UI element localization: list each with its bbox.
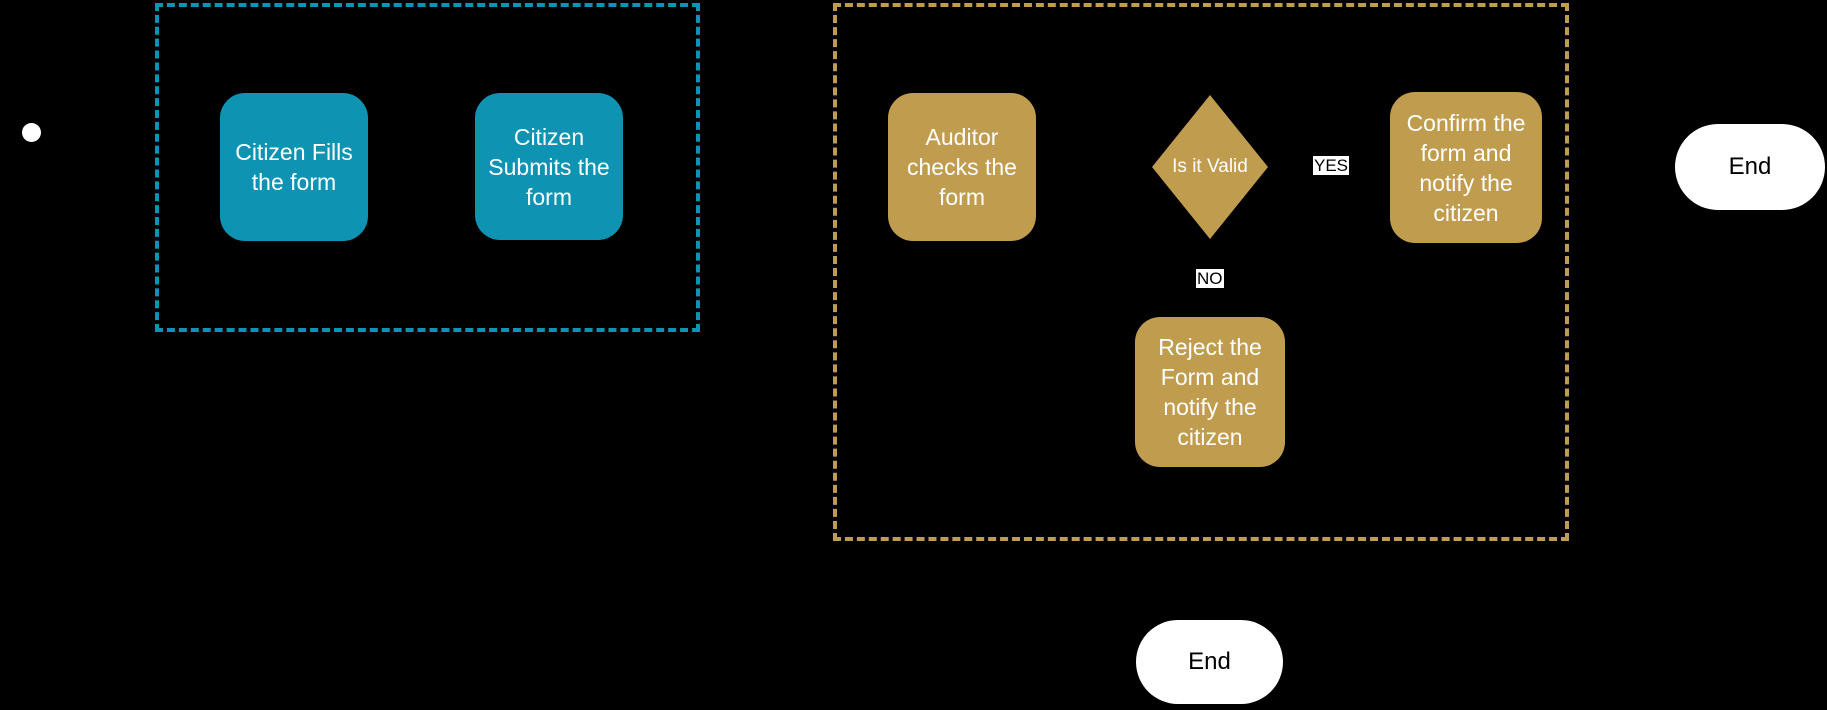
end-node-bottom: End bbox=[1136, 620, 1283, 704]
node-auditor-checks-form: Auditor checks the form bbox=[888, 93, 1036, 241]
node-citizen-fills-form: Citizen Fills the form bbox=[220, 93, 368, 241]
end-node-right: End bbox=[1675, 124, 1825, 210]
edge-label-no: NO bbox=[1196, 269, 1224, 288]
node-confirm-form-notify-citizen: Confirm the form and notify the citizen bbox=[1390, 92, 1542, 243]
start-node bbox=[22, 123, 41, 142]
auditor-lane-container bbox=[833, 3, 1569, 541]
node-reject-form-notify-citizen: Reject the Form and notify the citizen bbox=[1135, 317, 1285, 467]
edge-label-yes: YES bbox=[1313, 156, 1350, 175]
node-citizen-submits-form: Citizen Submits the form bbox=[475, 93, 623, 240]
citizen-lane-container bbox=[155, 3, 700, 332]
